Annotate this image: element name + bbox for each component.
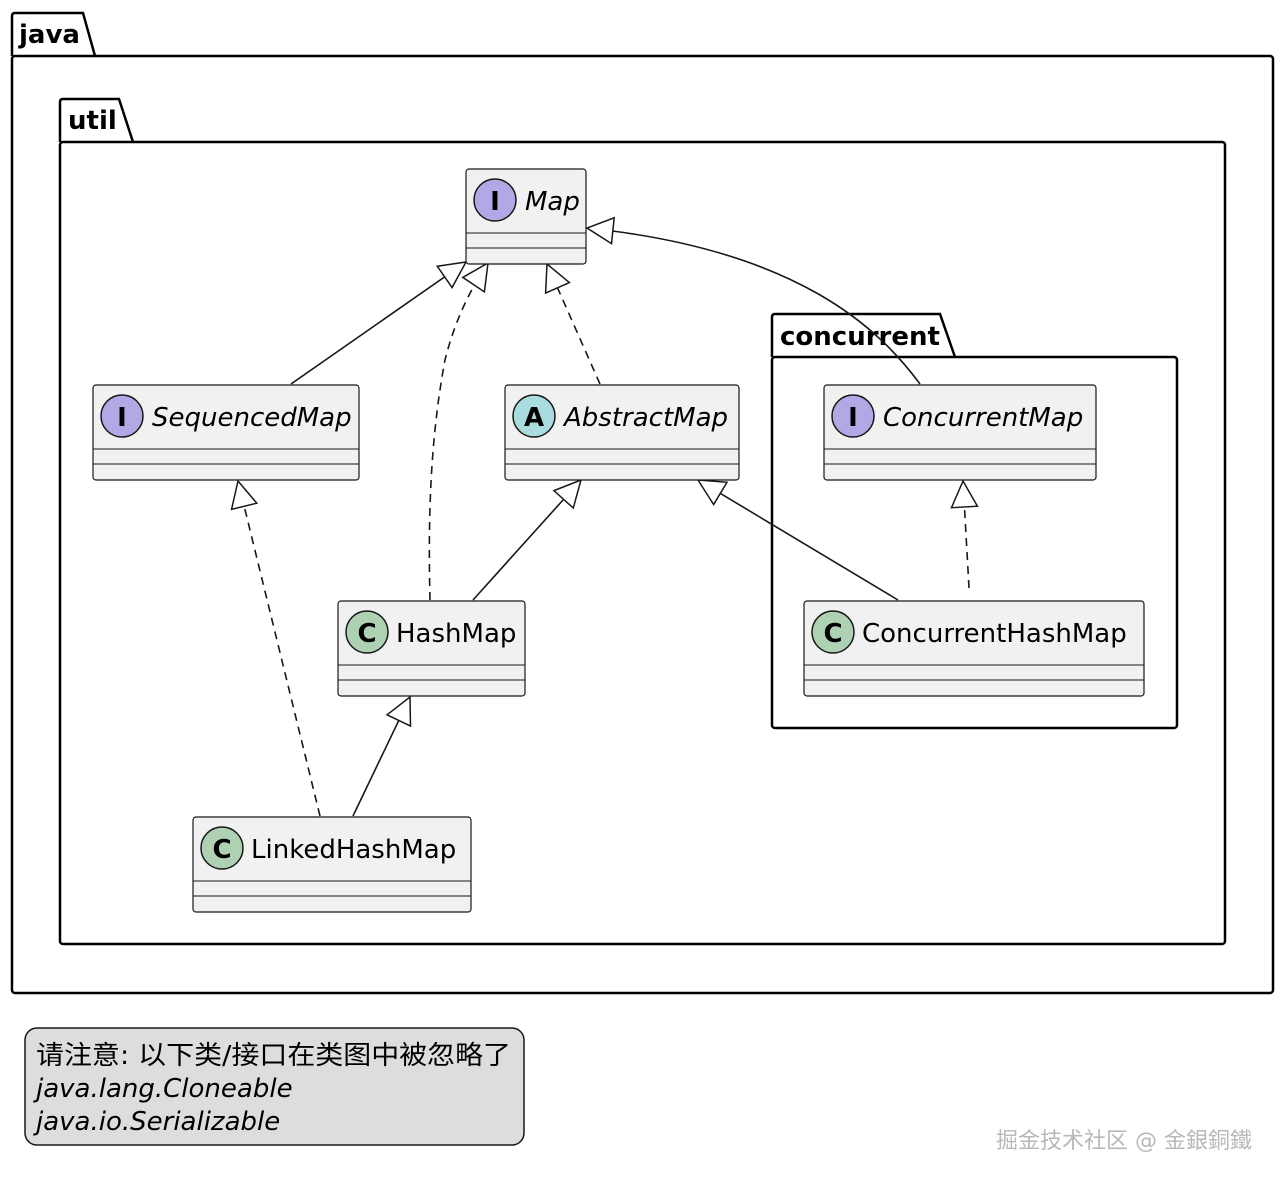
- package-concurrent-label: concurrent: [780, 322, 940, 352]
- class-abstractmap-name: AbstractMap: [562, 403, 728, 433]
- edge-linkedhashmap-hashmap: [352, 695, 412, 817]
- class-sequencedmap-name: SequencedMap: [152, 403, 352, 433]
- class-abstractmap[interactable]: A AbstractMap: [504, 384, 740, 481]
- relations: [230, 216, 979, 817]
- class-concurrenthashmap-name: ConcurrentHashMap: [862, 619, 1127, 649]
- edge-concurrentmap-map: [585, 216, 921, 385]
- edge-linkedhashmap-sequencedmap: [230, 479, 321, 817]
- svg-text:C: C: [212, 835, 231, 865]
- interface-icon: [473, 178, 517, 222]
- edge-hashmap-abstractmap: [472, 478, 583, 601]
- class-hashmap-name: HashMap: [396, 619, 516, 649]
- edge-concurrenthashmap-abstractmap: [696, 479, 899, 601]
- ignored-classes-note: 请注意: 以下类/接口在类图中被忽略了 java.lang.Cloneable …: [24, 1027, 525, 1146]
- svg-text:A: A: [524, 403, 544, 433]
- interface-icon: [100, 394, 144, 438]
- svg-text:I: I: [490, 187, 500, 217]
- class-concurrenthashmap[interactable]: C ConcurrentHashMap: [803, 600, 1145, 697]
- abstract-class-icon: [512, 394, 556, 438]
- class-sequencedmap[interactable]: I SequencedMap: [92, 384, 360, 481]
- interface-icon: [831, 394, 875, 438]
- class-map[interactable]: I Map: [465, 168, 587, 265]
- svg-text:I: I: [117, 403, 127, 433]
- class-icon: [345, 610, 389, 654]
- package-util-label: util: [68, 106, 117, 136]
- note-line-3: java.io.Serializable: [33, 1107, 280, 1137]
- edge-abstractmap-map: [544, 262, 601, 385]
- class-hashmap[interactable]: C HashMap: [337, 600, 526, 697]
- watermark: 掘金技术社区 @ 金銀銅鐵: [996, 1129, 1252, 1154]
- edge-hashmap-map: [428, 261, 489, 601]
- note-line-2: java.lang.Cloneable: [33, 1074, 293, 1104]
- edge-concurrenthashmap-concurrentmap: [950, 479, 979, 589]
- svg-text:C: C: [357, 619, 376, 649]
- package-java-label: java: [18, 20, 80, 50]
- class-icon: [811, 610, 855, 654]
- class-icon: [200, 826, 244, 870]
- svg-text:I: I: [848, 403, 858, 433]
- class-map-name: Map: [525, 187, 580, 217]
- class-concurrentmap[interactable]: I ConcurrentMap: [823, 384, 1097, 481]
- class-concurrentmap-name: ConcurrentMap: [883, 403, 1083, 433]
- note-line-1: 请注意: 以下类/接口在类图中被忽略了: [36, 1041, 511, 1071]
- edge-sequencedmap-map: [290, 261, 468, 385]
- svg-text:C: C: [823, 619, 842, 649]
- class-linkedhashmap-name: LinkedHashMap: [251, 835, 456, 865]
- class-linkedhashmap[interactable]: C LinkedHashMap: [192, 816, 472, 913]
